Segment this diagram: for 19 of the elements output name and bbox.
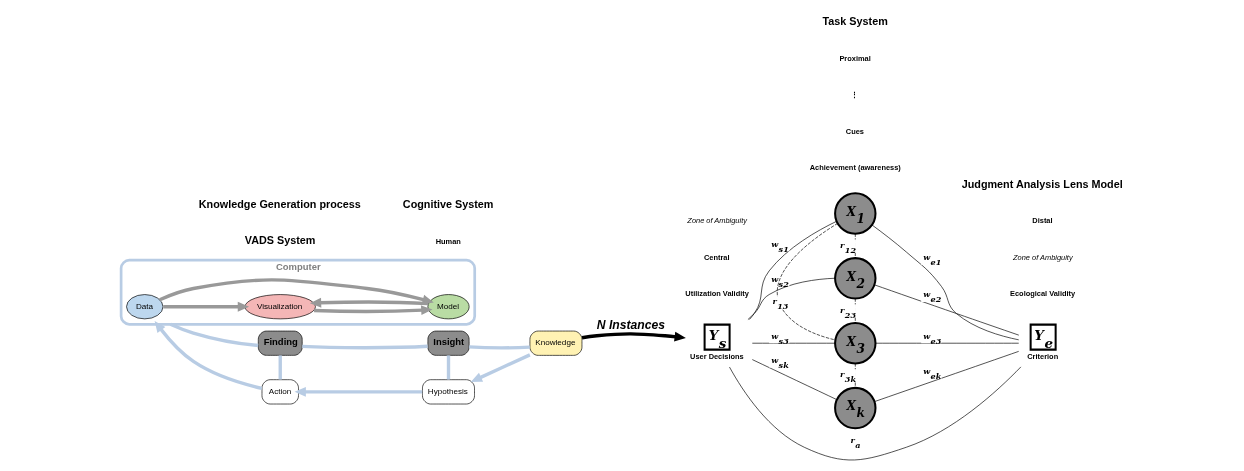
label: Human xyxy=(435,236,461,246)
label: Proximal xyxy=(838,53,871,63)
label: Cognitive System xyxy=(402,197,493,210)
node-label: Criterion xyxy=(1026,351,1058,361)
label: Zone of Ambiguity xyxy=(1012,252,1073,262)
label: Task System xyxy=(822,14,888,27)
label: Cues xyxy=(845,126,864,136)
label: Utilization Validity xyxy=(684,289,749,299)
label: Judgment Analysis Lens Model xyxy=(961,177,1123,190)
node-label: User Decisions xyxy=(689,351,744,361)
label: Knowledge Generation process xyxy=(198,197,361,210)
label: VADS System xyxy=(244,234,315,247)
label: Achievement (awareness) xyxy=(809,163,901,173)
label: ⋮ xyxy=(850,90,858,100)
label: Central xyxy=(703,252,729,262)
label: Zone of Ambiguity xyxy=(686,216,747,226)
label: Distal xyxy=(1031,216,1053,226)
label: Ecological Validity xyxy=(1009,289,1075,299)
edge-label: N Instances xyxy=(596,318,665,333)
